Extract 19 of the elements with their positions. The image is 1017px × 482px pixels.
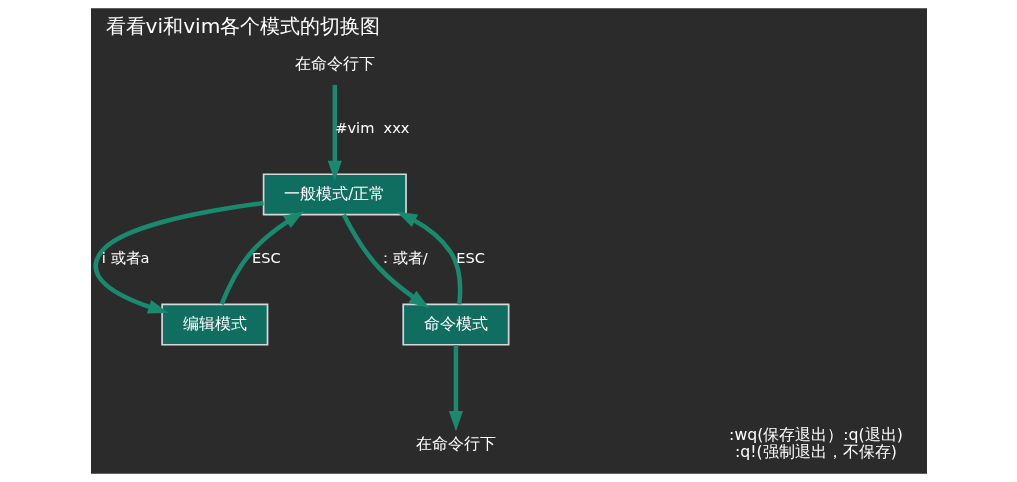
node-box: 命令模式 (401, 303, 509, 346)
arrow (219, 211, 304, 305)
node-box: 一般模式/正常 (262, 173, 407, 216)
node-text: 在命令行下 (294, 53, 375, 73)
edge-label: ESC (455, 249, 485, 267)
node-label: :wq(保存退出）:q(退出) (728, 425, 903, 445)
edge-label: #vim xxx (334, 119, 410, 137)
edge-label: i 或者a (101, 249, 149, 267)
arrow (396, 211, 462, 305)
arrow (448, 345, 463, 432)
diagram-title: 看看vi和vim各个模式的切换图 (105, 14, 380, 39)
node-box: 编辑模式 (160, 303, 268, 346)
arrow (341, 213, 429, 308)
node-label: :q!(强制退出，不保存) (734, 442, 897, 462)
edge-label: ESC (251, 249, 281, 267)
arrow (93, 200, 264, 314)
arrow (327, 84, 342, 181)
edge-label: ：或者/ (377, 249, 428, 267)
node-text: 在命令行下 (415, 433, 496, 453)
